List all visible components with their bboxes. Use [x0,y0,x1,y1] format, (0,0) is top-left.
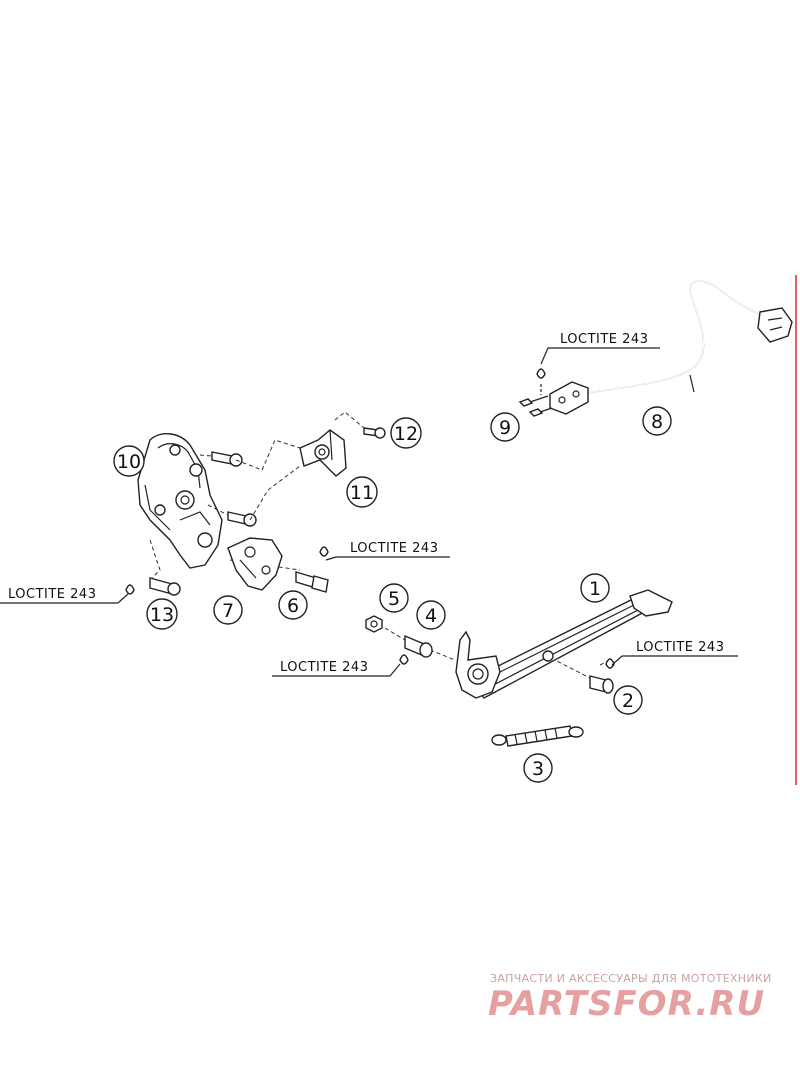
loctite-label-center: LOCTITE 243 [272,660,401,677]
callout-13: 13 [146,598,178,630]
holder-screw [363,427,386,439]
callout-11: 11 [346,476,378,508]
svg-text:LOCTITE 243: LOCTITE 243 [8,587,96,602]
svg-text:LOCTITE 243: LOCTITE 243 [350,541,438,556]
svg-text:1: 1 [589,578,601,600]
switch-holder-bracket [299,429,347,477]
svg-text:9: 9 [499,417,511,439]
watermark-caption: ЗАПЧАСТИ И АКСЕССУАРЫ ДЛЯ МОТОТЕХНИКИ [490,972,772,985]
callout-2: 2 [613,685,643,715]
callout-9: 9 [490,412,520,442]
svg-text:3: 3 [532,758,544,780]
callout-8: 8 [642,406,672,436]
svg-text:LOCTITE 243: LOCTITE 243 [560,332,648,347]
svg-text:LOCTITE 243: LOCTITE 243 [280,660,368,675]
svg-text:13: 13 [150,604,174,626]
callout-3: 3 [523,753,553,783]
watermark-logo: PARTSFOR.RU [488,984,766,1024]
svg-text:8: 8 [651,411,663,433]
return-spring [491,725,584,747]
callout-10: 10 [113,445,145,477]
svg-text:LOCTITE 243: LOCTITE 243 [636,640,724,655]
svg-text:10: 10 [117,451,141,473]
svg-text:4: 4 [425,605,437,627]
switch-screws [518,368,553,417]
loctite-label-right: LOCTITE 243 [611,640,738,666]
guard-plate [227,537,283,591]
callout-1: 1 [580,573,610,603]
page-edge-line [795,275,797,785]
loctite-label-top: LOCTITE 243 [540,332,660,365]
main-mounting-bracket [137,433,223,569]
svg-text:2: 2 [622,690,634,712]
svg-text:5: 5 [388,588,400,610]
svg-text:7: 7 [222,600,234,622]
svg-text:6: 6 [287,595,299,617]
bracket-bolts [199,451,257,527]
callout-6: 6 [278,590,308,620]
loctite-label-left-mid: LOCTITE 243 [325,541,450,561]
svg-text:12: 12 [394,423,418,445]
spacer-sleeve [125,577,181,596]
svg-text:11: 11 [350,482,374,504]
callout-7: 7 [213,595,243,625]
pivot-pin [295,546,329,593]
callout-12: 12 [390,417,422,449]
nut-and-bushing [365,615,433,665]
loctite-label-left: LOCTITE 243 [0,587,129,604]
callout-5: 5 [379,583,409,613]
side-stand-switch-cable [549,280,793,415]
side-stand [455,589,673,699]
callout-4: 4 [416,600,446,630]
